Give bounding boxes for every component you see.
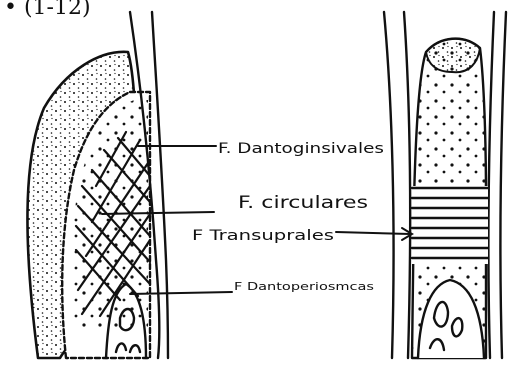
left-section-drawing [27,12,168,358]
tooth-wall-right-b [404,12,410,358]
tooth-wall-right-d [500,12,506,358]
papilla-tip-right [426,39,480,73]
tooth-wall-right-c [488,12,494,358]
label-circulares: F. circulares [238,193,368,213]
tooth-wall-right-a [384,12,394,358]
label-dentoperiosticas: F Dantoperiosmcas [234,280,374,293]
right-section-drawing [384,12,506,358]
label-transeptales: F Transuprales [192,228,334,244]
header-fragment: • (1-12) [4,0,91,20]
label-dentogingivales: F. Dantoginsivales [218,141,384,157]
leader-transeptales [336,232,410,234]
